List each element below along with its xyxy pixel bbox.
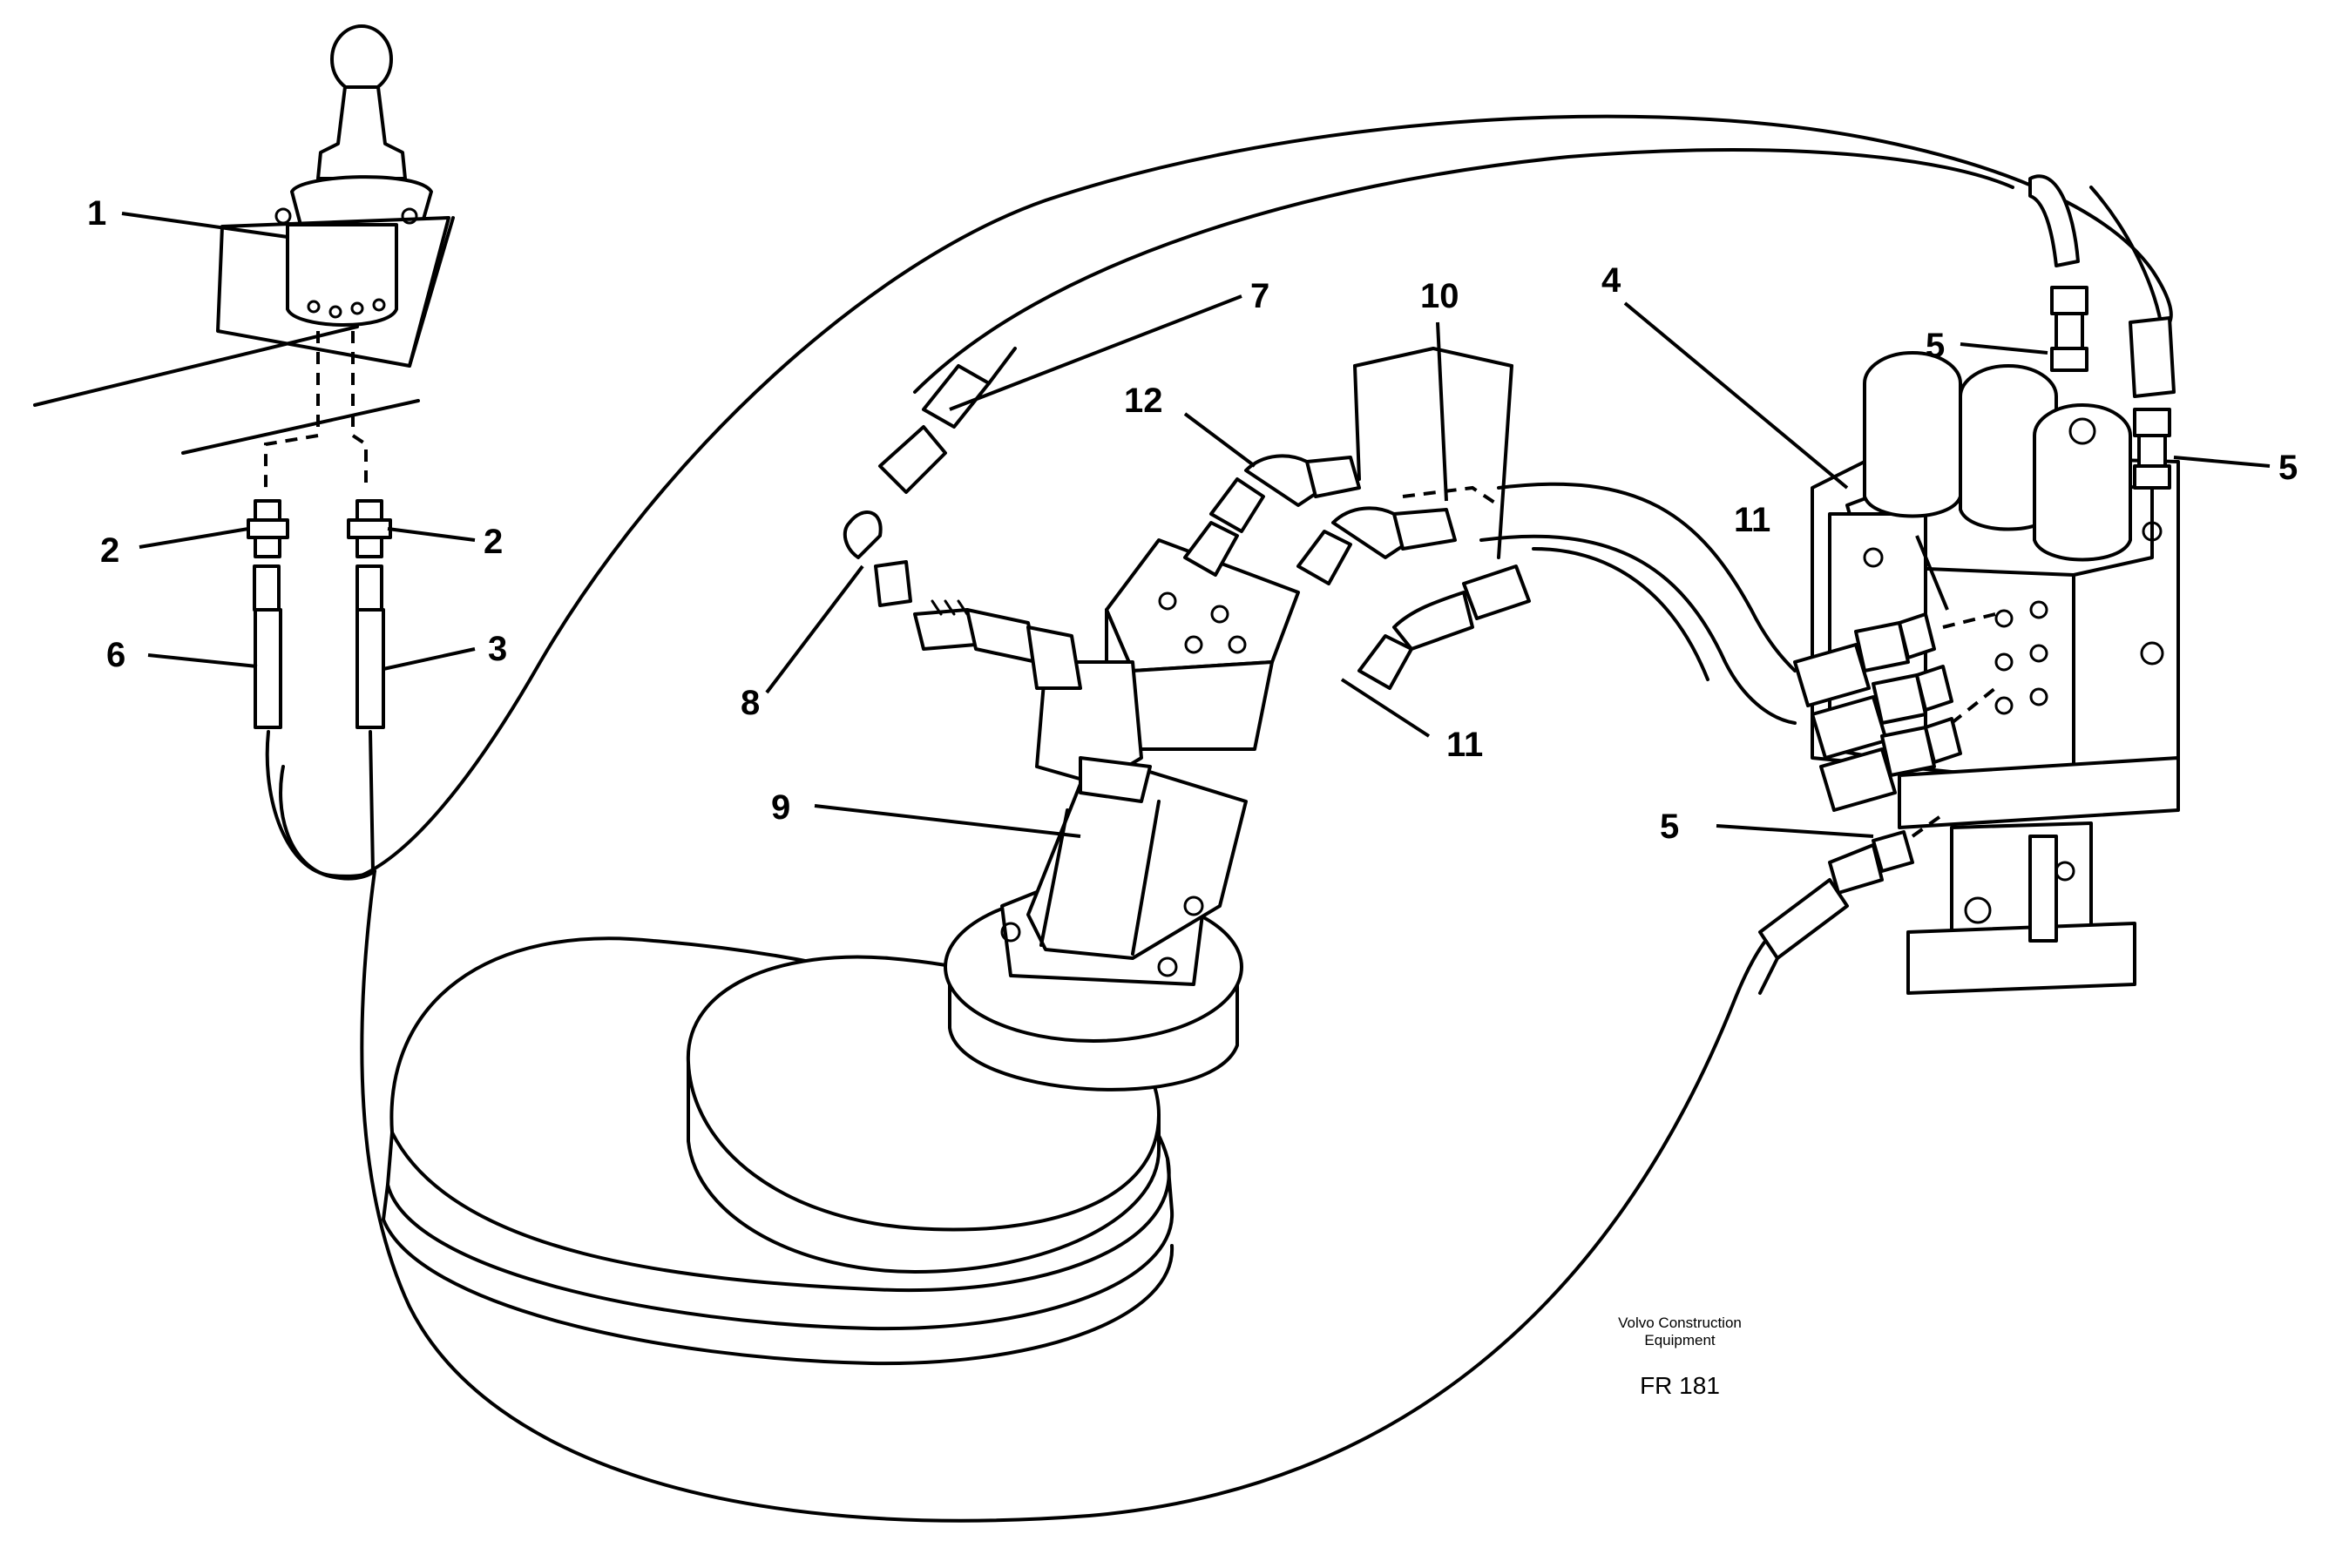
manufacturer-line-1: Volvo Construction [1618,1315,1742,1331]
callout-7: 7 [1250,277,1269,315]
swing-motor-assembly [382,765,1248,1366]
caption-block: Volvo Construction Equipment FR 181 [1618,1315,1742,1399]
callout-3: 3 [488,630,507,668]
manufacturer-line-2: Equipment [1644,1332,1716,1348]
callout-numbers: 1 2 2 6 3 7 12 10 8 11 9 4 5 5 11 5 [87,194,2298,846]
callout-8: 8 [741,684,760,722]
motor-valve-block [843,347,1531,803]
hose-routing-loops [279,114,2173,1523]
control-valve-block [1758,174,2180,995]
callout-12: 12 [1124,382,1163,420]
callout-9: 9 [771,788,790,827]
left-hoses-and-fittings [247,331,392,878]
callout-11-center: 11 [1446,726,1483,764]
callout-11-right: 11 [1734,501,1770,539]
callout-1: 1 [87,194,106,233]
callout-5-right: 5 [2278,449,2298,487]
leader-lines [121,212,2271,838]
callout-2-left: 2 [100,531,119,570]
callout-10: 10 [1420,277,1459,315]
callout-5-bottom: 5 [1660,808,1679,846]
callout-2-right: 2 [484,523,503,561]
drawing-code: FR 181 [1640,1372,1720,1399]
callout-4: 4 [1601,261,1621,300]
callout-6: 6 [106,636,125,674]
callout-5-top: 5 [1926,327,1945,365]
control-lever [33,24,455,455]
